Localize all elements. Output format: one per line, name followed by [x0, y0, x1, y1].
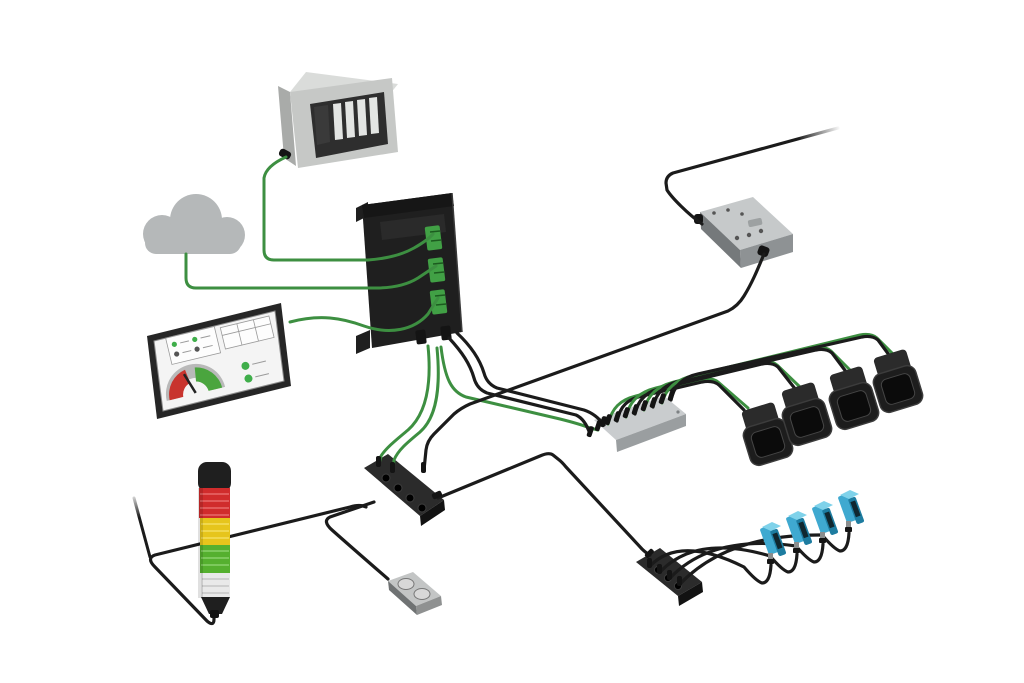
cable-cloud-controller	[184, 252, 438, 290]
cable-master-camera2-black	[633, 361, 798, 416]
cabinet-cable-gland	[278, 148, 292, 160]
vision-sensor-2: vision sensor 2	[781, 382, 833, 447]
cable-controller-black-hub-2	[391, 346, 440, 472]
dashboard-panel-right	[219, 315, 275, 350]
signal-tower: signal tower light	[198, 462, 231, 618]
cable-master-camera3-black	[651, 347, 849, 409]
photo-sensor-4: photoelectric sensor 4	[838, 490, 864, 532]
hub-ports	[381, 473, 427, 513]
connector-plugs	[376, 390, 682, 586]
dashboard-monitor: dashboard monitor	[147, 303, 291, 419]
photo-sensor-2: photoelectric sensor 2	[786, 511, 812, 553]
terminal-slots	[429, 230, 447, 306]
controller-terminal-3	[429, 289, 448, 315]
cable-pushbutton-black-hub	[324, 500, 390, 581]
cable-signal-tower-black-hub	[148, 503, 368, 626]
cable-desktop-master-black-hub	[422, 252, 766, 472]
remote-button-1	[397, 578, 415, 590]
cable-controller-black-hub-1	[377, 344, 431, 466]
edge-controller: edge controller / gateway	[356, 192, 463, 354]
desktop-io-link-master: desktop IO-Link master	[694, 197, 793, 268]
cable-master-camera4-black	[669, 334, 894, 402]
photo-sensor-1: photoelectric sensor 1	[760, 522, 786, 564]
cabinet-modules	[333, 97, 379, 140]
remote-button-2	[413, 588, 431, 600]
control-cabinet: control cabinet with PLC modules	[278, 72, 398, 168]
dashboard-panel-left	[165, 326, 222, 365]
cable-fading-stub	[132, 496, 152, 559]
cable-cabinet-controller	[262, 155, 435, 262]
cable-sensor-hub-sensor4	[678, 531, 851, 586]
cables	[132, 126, 898, 626]
cable-sensor-hub-sensor3	[668, 541, 825, 580]
vision-sensor-3: vision sensor 3	[828, 366, 880, 431]
cable-dashboard-controller	[288, 296, 440, 332]
cable-black-hub-sensor-hub	[436, 452, 652, 557]
cable-sensor-hub-sensor2	[658, 546, 799, 574]
cloud-icon: cloud	[143, 194, 245, 254]
cable-controller-silver-master-power-2	[455, 331, 606, 427]
vision-sensor-1: vision sensor 1	[741, 402, 794, 467]
black-io-link-hub: IO-Link hub (black)	[364, 454, 445, 526]
cable-controller-silver-master-power-1	[447, 336, 592, 436]
pushbutton-remote: two-button remote	[388, 572, 442, 615]
cable-desktop-master-uplink	[664, 126, 840, 226]
cable-master-camera1-black	[615, 379, 746, 423]
photo-sensor-3: photoelectric sensor 3	[812, 501, 838, 543]
vision-sensor-4: vision sensor 4	[872, 349, 924, 414]
dashboard-gauge	[165, 363, 226, 401]
cable-sensor-hub-sensor1	[648, 549, 773, 585]
dashboard-status-dots	[241, 360, 270, 383]
